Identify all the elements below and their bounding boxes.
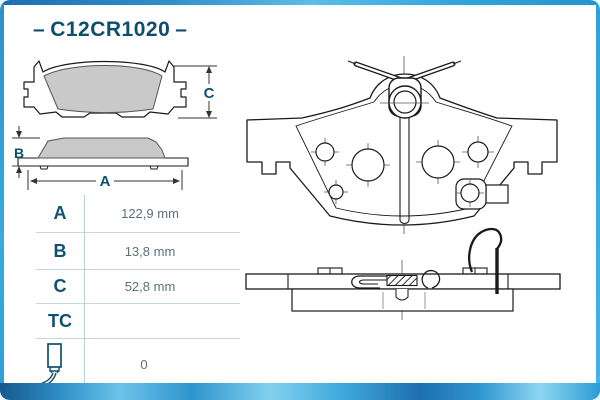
- dim-value-b: 13,8 mm: [124, 243, 176, 259]
- dim-label-tc: TC: [48, 310, 72, 331]
- pad-front-view: [23, 60, 187, 118]
- table-row: B 13,8 mm: [36, 233, 240, 270]
- sensor-count: 0: [140, 356, 148, 372]
- heading-dash-left: –: [33, 18, 46, 41]
- dimension-a: A: [27, 170, 183, 190]
- dim-label-b: B: [53, 240, 67, 261]
- friction-material: [43, 65, 163, 114]
- pad-back-view: [246, 56, 558, 234]
- inner-contour: [295, 84, 513, 217]
- dimension-c: C: [174, 65, 218, 119]
- sensor-bracket: [455, 178, 509, 210]
- dimension-a-label: A: [100, 173, 111, 190]
- card-bottom-border: [0, 383, 600, 400]
- table-row: A 122,9 mm: [36, 195, 240, 233]
- dimensions-table: A 122,9 mm B 13,8 mm C 52,8 mm TC: [30, 195, 240, 387]
- bottom-notch: [399, 219, 410, 225]
- part-number: C12CR1020: [50, 18, 171, 41]
- pad-edge-view: [17, 137, 189, 170]
- anti-rattle-clip: [351, 269, 441, 289]
- table-row: 0: [30, 339, 240, 389]
- wear-sensor-icon: [41, 343, 62, 386]
- table-row: C 52,8 mm: [36, 270, 240, 304]
- dim-label-a: A: [53, 203, 67, 223]
- sensor-cell: [30, 342, 78, 386]
- friction-material-edge: [37, 137, 166, 159]
- pad-back-and-bottom-drawing: [245, 56, 561, 320]
- dim-label-c: C: [53, 276, 67, 296]
- mounting-holes: [311, 136, 494, 204]
- card-top-border: [0, 0, 600, 5]
- pad-bottom-view: [245, 227, 561, 320]
- dimension-b: B: [12, 126, 40, 178]
- dim-value-c: 52,8 mm: [124, 279, 176, 294]
- center-boss: [380, 77, 429, 119]
- pad-dimension-drawing: C B A: [12, 60, 218, 190]
- dimension-b-label: B: [14, 145, 24, 161]
- table-row: TC: [36, 304, 240, 339]
- card-left-border: [0, 0, 4, 400]
- card-right-border: [596, 0, 600, 400]
- table-divider: [84, 195, 85, 387]
- wire-clip: [468, 227, 503, 294]
- part-number-heading: –C12CR1020–: [28, 18, 192, 42]
- dim-value-a: 122,9 mm: [121, 206, 179, 221]
- heading-dash-right: –: [175, 18, 188, 41]
- dimension-c-label: C: [204, 85, 215, 102]
- edge-notch: [395, 289, 409, 301]
